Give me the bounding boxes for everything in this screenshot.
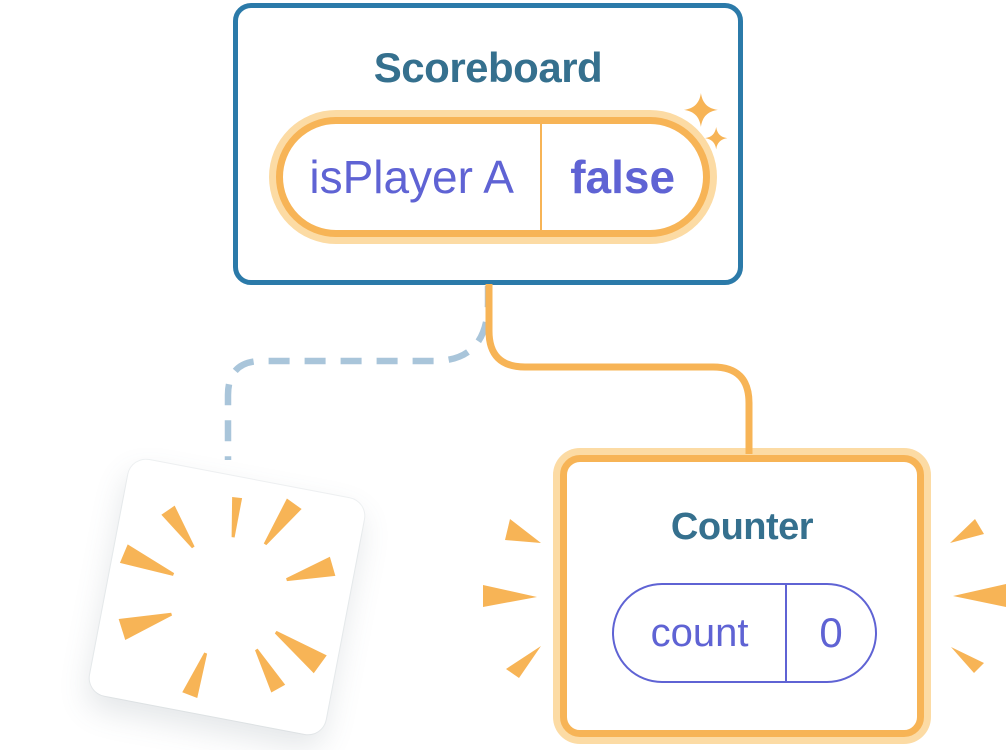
scoreboard-state-divider [540, 124, 543, 230]
scoreboard-card: Scoreboard isPlayer A false [233, 3, 743, 285]
scoreboard-title: Scoreboard [373, 44, 603, 91]
counter-title: Counter [670, 506, 814, 548]
destroyed-component-card [86, 456, 368, 738]
counter-state-value: 0 [819, 609, 843, 656]
scoreboard-state-pill: isPlayer A false [276, 117, 710, 237]
counter-state-pill: count 0 [612, 583, 877, 683]
counter-state-key: count [650, 610, 749, 655]
emphasis-left-icon [483, 519, 541, 678]
scoreboard-state-key: isPlayer A [309, 151, 514, 203]
scoreboard-state-value: false [570, 151, 676, 203]
counter-state-divider [785, 585, 788, 681]
solid-connector-line [485, 284, 753, 454]
dashed-connector-line [224, 286, 492, 460]
counter-card: Counter count 0 [560, 455, 924, 737]
emphasis-right-icon [950, 519, 1006, 673]
burst-icon [118, 496, 336, 699]
